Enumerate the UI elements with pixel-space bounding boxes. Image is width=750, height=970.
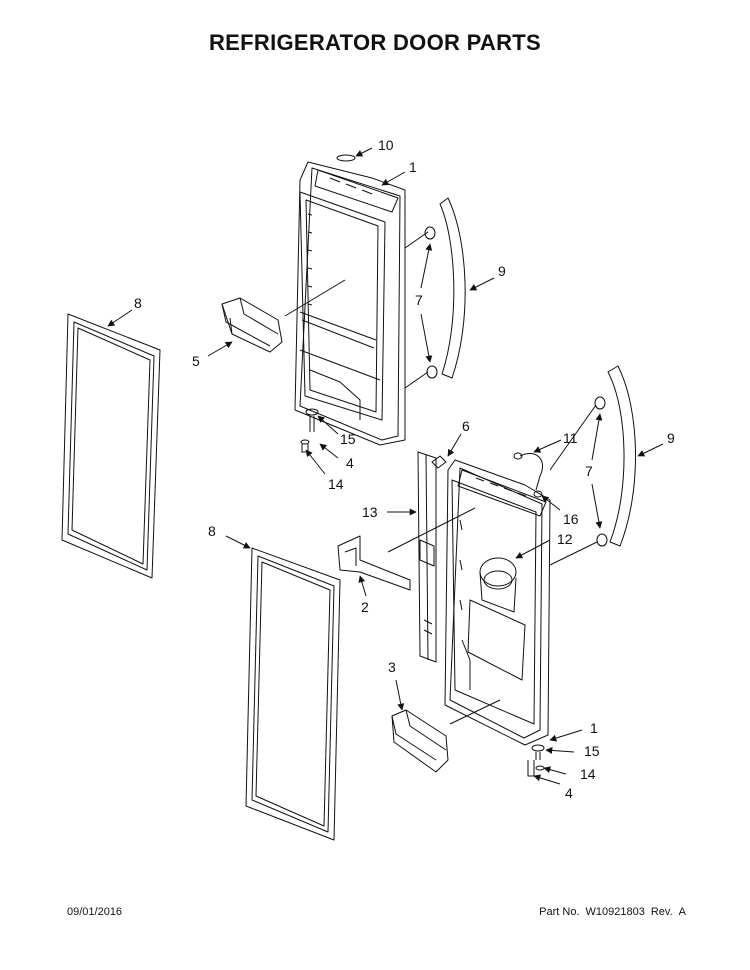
upper-door-bin [221, 297, 283, 353]
part-no-label: Part No. [539, 906, 580, 918]
callout-15-bottom: 15 [584, 743, 600, 759]
callout-13: 13 [362, 504, 378, 520]
callout-9-bottom: 9 [667, 430, 675, 446]
callout-10: 10 [378, 137, 394, 153]
callout-4-bottom: 4 [565, 785, 573, 801]
callout-14-top: 14 [328, 476, 344, 492]
rev-label: Rev. [650, 906, 673, 918]
upper-door [294, 161, 406, 446]
callout-3: 3 [388, 659, 396, 675]
callout-7-top: 7 [415, 292, 423, 308]
lower-handle [594, 365, 636, 547]
rev: A [678, 906, 686, 918]
callout-5: 5 [192, 353, 200, 369]
hinge-cap-part [336, 154, 356, 162]
callout-4-top: 4 [346, 455, 354, 471]
callout-7-bottom: 7 [585, 463, 593, 479]
clip-part [431, 455, 447, 469]
callout-2: 2 [361, 599, 369, 615]
upper-hinge-hardware [300, 408, 319, 453]
callout-6: 6 [462, 418, 470, 434]
left-door-gasket [61, 313, 161, 579]
footer-part-info: Part No. W10921803 Rev. A [533, 906, 686, 918]
callout-11: 11 [563, 430, 578, 446]
page-title: REFRIGERATOR DOOR PARTS [208, 30, 542, 55]
part-no: W10921803 [585, 906, 645, 918]
dispenser-bracket [337, 535, 411, 591]
lower-door [444, 459, 551, 746]
water-tube [513, 452, 543, 498]
callout-15-top: 15 [340, 431, 356, 447]
callout-16: 16 [563, 511, 579, 527]
lower-hinge-hardware [527, 744, 545, 777]
lower-door-bin [391, 709, 449, 773]
callout-9-top: 9 [498, 263, 506, 279]
callout-8-left: 8 [134, 295, 142, 311]
leader-lines [107, 147, 664, 785]
callout-14-bottom: 14 [580, 766, 596, 782]
upper-handle [424, 197, 466, 379]
callout-12: 12 [557, 531, 573, 547]
callout-1-bottom: 1 [590, 720, 598, 736]
callout-1-top: 1 [409, 159, 417, 175]
footer-date: 09/01/2016 [67, 906, 123, 918]
vertical-mullion [417, 451, 437, 663]
lower-door-gasket [245, 547, 341, 841]
callout-8-mid: 8 [208, 523, 216, 539]
